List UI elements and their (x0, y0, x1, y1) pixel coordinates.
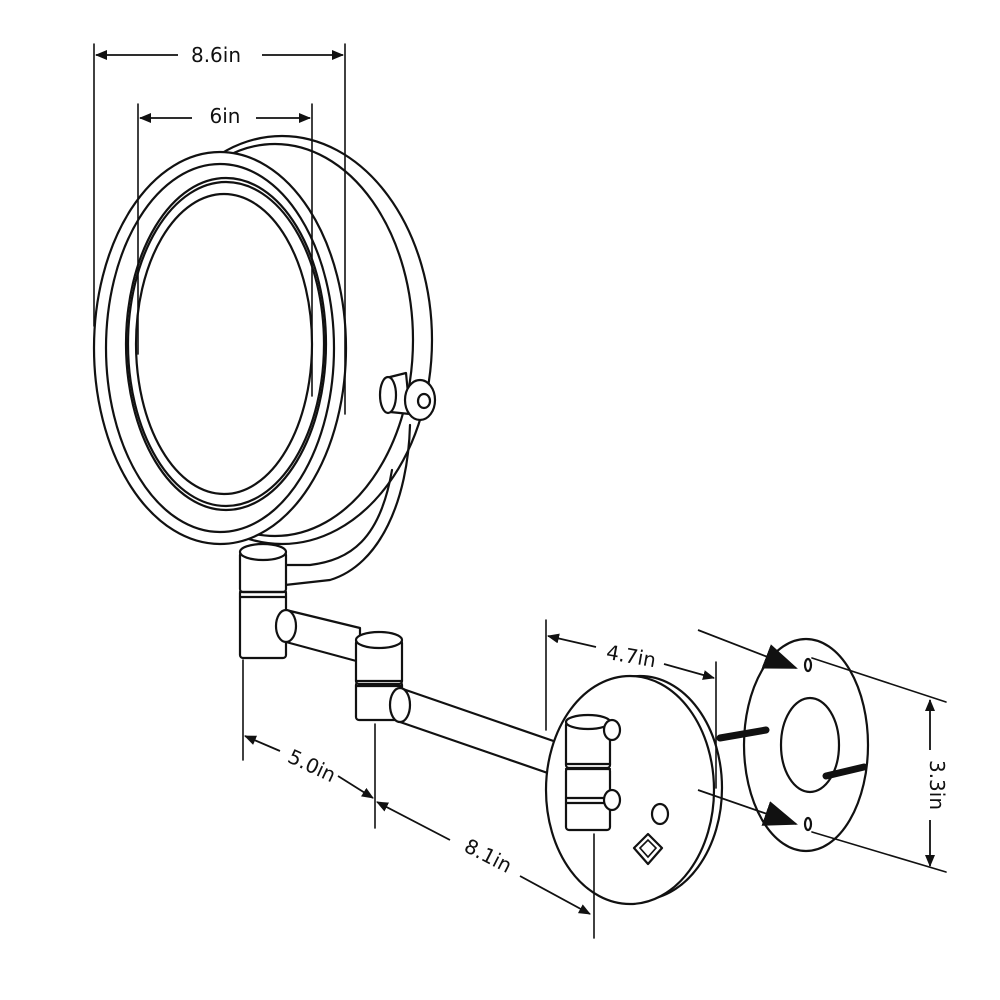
light-switch (632, 832, 664, 866)
plate-center-hole (779, 696, 841, 794)
dim-base-height: 3.3in (925, 699, 949, 867)
led-ring-outer (124, 176, 328, 512)
yoke-outer (283, 423, 412, 587)
pivot-joint-2 (354, 630, 404, 722)
power-button (650, 802, 670, 826)
dim-label-6in: 6in (210, 104, 241, 128)
yoke-inner (283, 468, 394, 567)
wall-base (544, 674, 724, 906)
arm-long (388, 686, 570, 782)
mirror-outer-frame (92, 150, 348, 546)
dim-label-4-7in: 4.7in (604, 640, 657, 672)
dim-label-5-0in: 5.0in (284, 744, 340, 787)
mounting-plate (697, 629, 947, 873)
mirror-glass-edge (126, 180, 326, 508)
mirror-head (92, 134, 437, 587)
dim-label-8-6in: 8.6in (191, 43, 241, 67)
screw-top (716, 726, 770, 742)
plate-screw-hole-top (803, 657, 813, 673)
pivot-knob (378, 371, 437, 422)
plate-screw-hole-bottom (803, 816, 813, 832)
plate-outer (742, 637, 870, 853)
mirror-frame-inner (104, 162, 336, 534)
dim-mirror-diameter: 6in (137, 103, 313, 397)
dim-label-3-3in: 3.3in (925, 760, 949, 810)
dim-outer-diameter: 8.6in (93, 43, 346, 415)
insert-arrow-top (697, 629, 798, 669)
arm-short (274, 608, 362, 664)
insert-arrow-bottom (697, 789, 798, 826)
pivot-joint-1 (238, 542, 288, 660)
screw-right (822, 763, 868, 780)
dim-label-8-1in: 8.1in (460, 834, 515, 878)
